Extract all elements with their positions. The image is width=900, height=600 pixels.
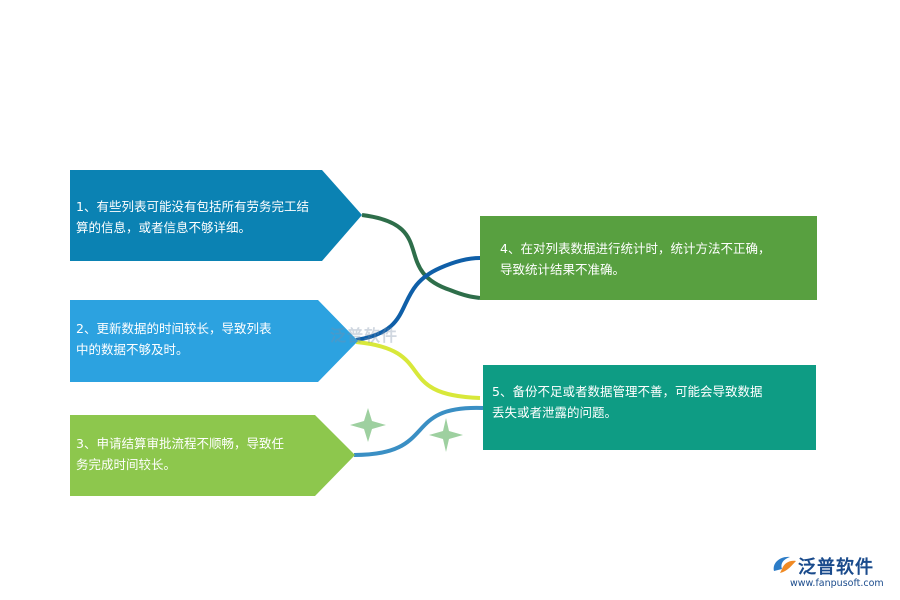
issue-text: 4、在对列表数据进行统计时，统计方法不正确， — [500, 241, 771, 256]
issue-box-1: 1、有些列表可能没有包括所有劳务完工结 算的信息，或者信息不够详细。 — [70, 170, 362, 261]
issue-text: 3、申请结算审批流程不顺畅，导致任 — [76, 436, 284, 451]
sparkle-icon — [429, 418, 463, 452]
issue-text: 务完成时间较长。 — [76, 457, 177, 472]
connector-box2-box5 — [355, 340, 481, 400]
issue-box-5: 5、备份不足或者数据管理不善，可能会导致数据 丢失或者泄露的问题。 — [483, 365, 816, 450]
issue-text: 导致统计结果不准确。 — [500, 262, 626, 277]
issue-text: 丢失或者泄露的问题。 — [492, 405, 618, 420]
fanpu-logo-icon — [773, 556, 796, 573]
issue-text: 5、备份不足或者数据管理不善，可能会导致数据 — [492, 384, 763, 399]
issue-text: 1、有些列表可能没有包括所有劳务完工结 — [76, 199, 309, 214]
issue-box-3: 3、申请结算审批流程不顺畅，导致任 务完成时间较长。 — [70, 415, 355, 496]
issue-text: 中的数据不够及时。 — [76, 342, 189, 357]
watermark: 泛普软件 — [330, 326, 399, 345]
issue-text: 2、更新数据的时间较长，导致列表 — [76, 321, 272, 336]
connector-box2-box4 — [355, 256, 481, 342]
sparkle-icon — [350, 408, 386, 442]
brand-url: www.fanpusoft.com — [790, 578, 884, 589]
issue-box-4: 4、在对列表数据进行统计时，统计方法不正确， 导致统计结果不准确。 — [480, 216, 817, 300]
connector-box1-box4 — [361, 213, 481, 300]
brand-name: 泛普软件 — [798, 557, 874, 578]
issue-text: 算的信息，或者信息不够详细。 — [76, 220, 252, 235]
issue-box-2: 2、更新数据的时间较长，导致列表 中的数据不够及时。 — [70, 300, 358, 382]
brand-logo[interactable]: 泛普软件 www.fanpusoft.com — [770, 553, 892, 595]
connector-box3-box5 — [353, 405, 484, 457]
